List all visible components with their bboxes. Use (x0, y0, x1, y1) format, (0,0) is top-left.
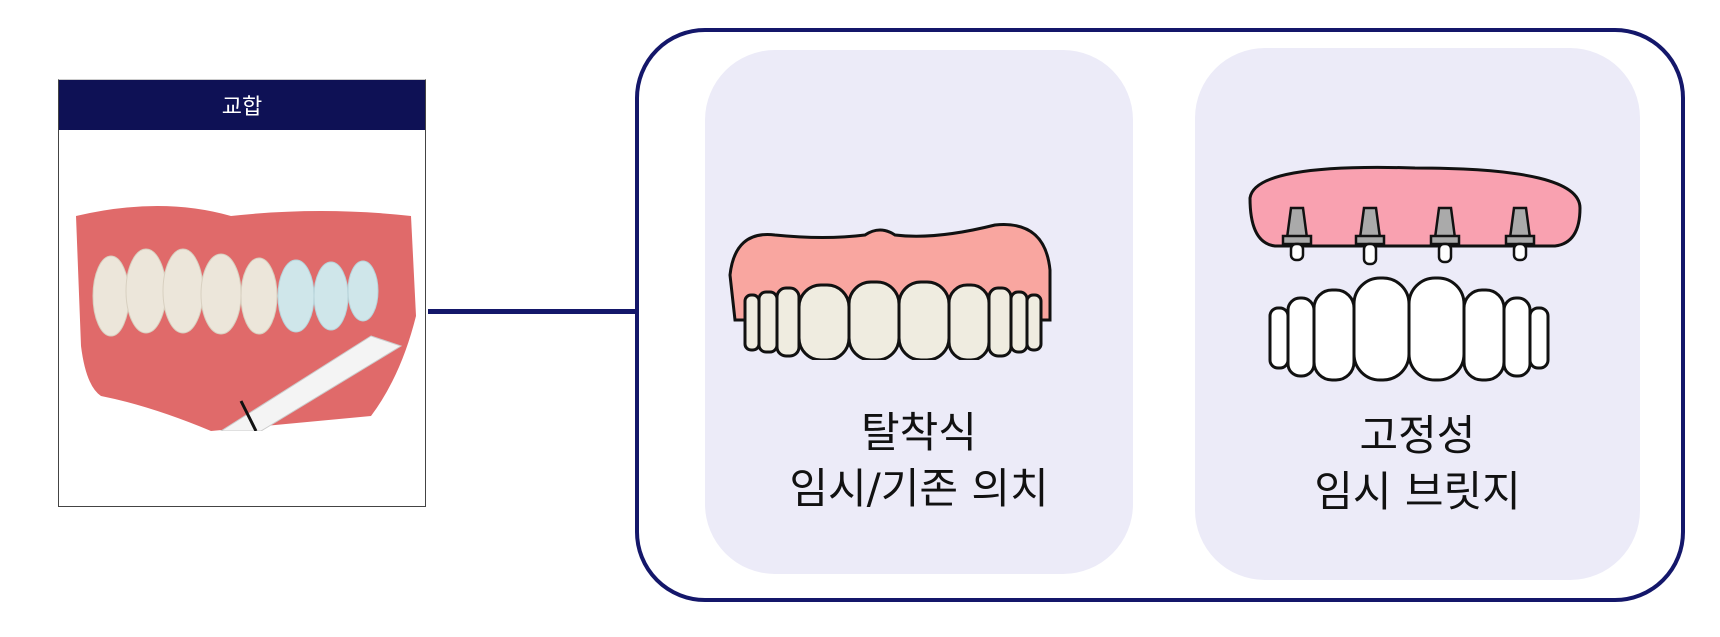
option-title: 탈착식 (861, 408, 977, 457)
option-subtitle: 임시 브릿지 (1314, 467, 1521, 516)
denture-icon (728, 223, 1052, 360)
option-label: 탈착식 임시/기존 의치 (705, 405, 1133, 517)
teeth-scan-image (76, 206, 416, 431)
implant-bridge-icon (1248, 165, 1582, 382)
option-subtitle: 임시/기존 의치 (789, 464, 1049, 513)
occlusion-card: 교합 (58, 79, 426, 507)
occlusion-card-title: 교합 (59, 80, 425, 130)
option-title: 고정성 (1359, 411, 1476, 460)
connector-line (428, 309, 636, 314)
option-label: 고정성 임시 브릿지 (1195, 408, 1640, 520)
option-removable-denture[interactable]: 탈착식 임시/기존 의치 (705, 50, 1133, 574)
options-container (635, 28, 1685, 602)
option-fixed-bridge[interactable]: 고정성 임시 브릿지 (1195, 48, 1640, 580)
